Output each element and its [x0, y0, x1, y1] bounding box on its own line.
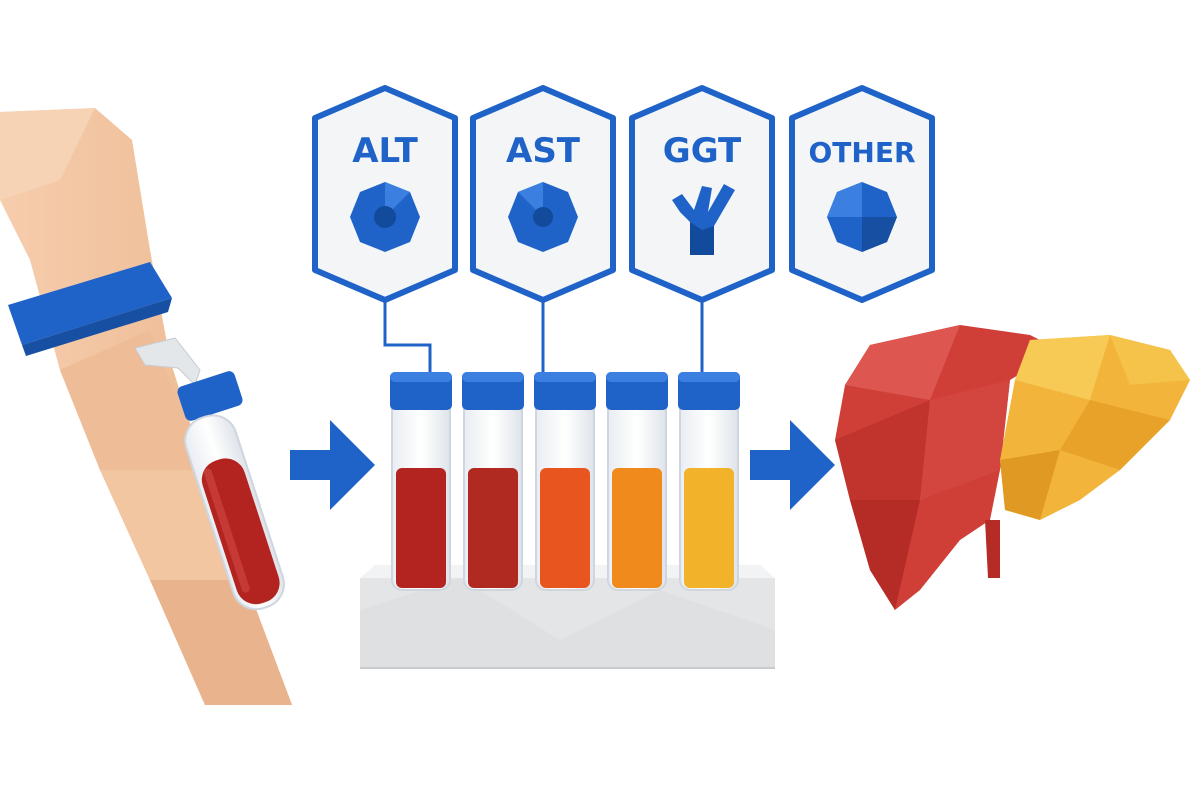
label-ggt: GGT: [663, 131, 742, 171]
arm: [0, 108, 292, 705]
tube-2: [462, 372, 524, 591]
tube-3: [534, 372, 596, 591]
liver-facet: [1000, 450, 1060, 520]
label-ast: AST: [506, 131, 581, 171]
liver-facet: [1060, 400, 1170, 470]
label-other: OTHER: [808, 136, 915, 169]
connector-lines: [383, 300, 704, 372]
label-alt: ALT: [352, 131, 418, 171]
tourniquet-band: [8, 262, 172, 345]
arrow-right-icon: [750, 420, 835, 510]
liver-facet: [920, 380, 1010, 500]
tube-4: [606, 372, 668, 591]
collection-tube-blood: [201, 458, 280, 605]
badge-other: OTHER: [789, 85, 935, 303]
badge-ggt: GGT: [629, 85, 775, 303]
connector-alt: [383, 300, 432, 372]
collection-tube: [184, 414, 285, 611]
liver-facet: [835, 400, 930, 500]
tube-1-blood: [396, 468, 446, 588]
test-tube-rack: [360, 565, 775, 669]
arm-facet: [0, 108, 95, 200]
liver: [835, 325, 1190, 610]
tube-3-blood: [540, 468, 590, 588]
liver-facet: [1015, 335, 1110, 400]
liver-vessel: [985, 520, 1000, 578]
tube-5-blood: [684, 468, 734, 588]
tube-2-blood: [468, 468, 518, 588]
badge-alt: ALT: [312, 85, 458, 303]
liver-facet: [850, 500, 920, 610]
polygon-cell-icon: [827, 182, 897, 252]
hepatocyte-icon: [350, 182, 420, 252]
tube-4-blood: [612, 468, 662, 588]
tourniquet-band-shade: [22, 298, 172, 356]
holder-cap: [177, 371, 243, 421]
liver-facet: [845, 325, 960, 400]
arm-facet: [150, 580, 292, 705]
badge-ast: AST: [470, 85, 616, 303]
bile-duct-icon: [672, 184, 735, 255]
arrow-right-icon: [290, 420, 375, 510]
mitochondria-icon: [508, 182, 578, 252]
liver-facet: [1110, 335, 1190, 385]
tube-1: [390, 372, 452, 591]
tube-5: [678, 372, 740, 591]
arm-facet: [60, 330, 205, 470]
